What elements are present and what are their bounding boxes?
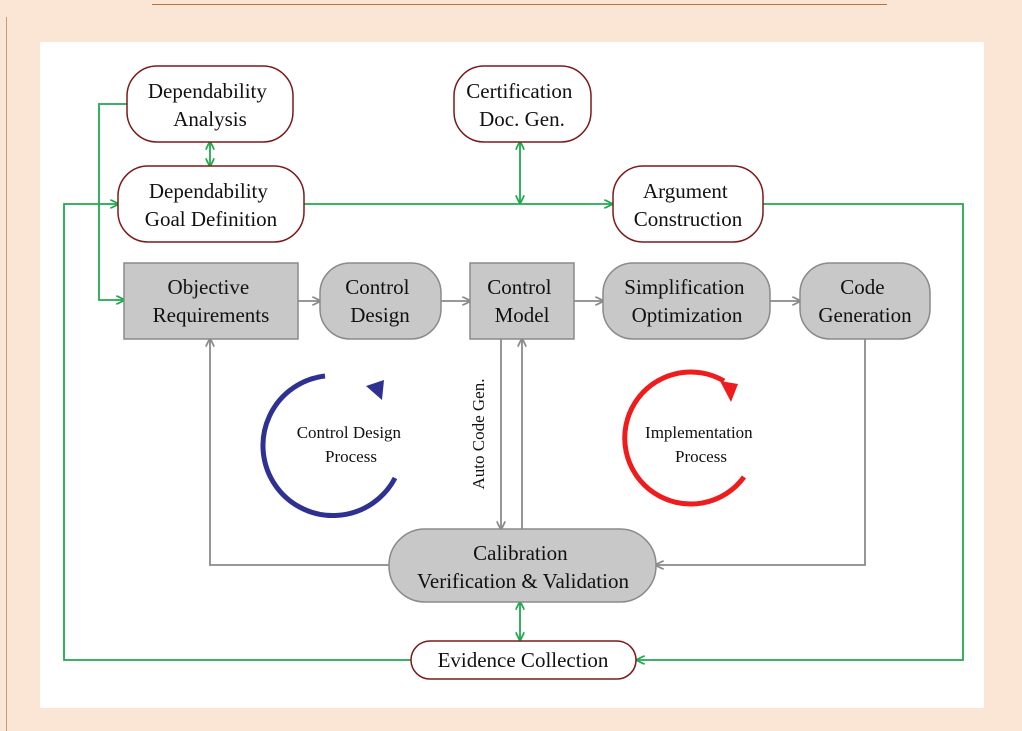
node-label: Control Design [345,275,414,327]
node-calibration-verification-validation[interactable]: Calibration Verification & Validation [388,528,657,603]
node-control-model[interactable]: Control Model [469,262,575,340]
node-control-design[interactable]: Control Design [319,262,442,340]
node-objective-requirements[interactable]: Objective Requirements [123,262,299,340]
node-dependability-goal-definition[interactable]: Dependability Goal Definition [117,165,305,243]
connector-argument-to-evidence [637,203,964,660]
node-label: Evidence Collection [438,648,609,672]
auto-code-gen-label: Auto Code Gen. [469,379,488,490]
node-label: Simplification Optimization [624,275,749,327]
node-label: Calibration Verification & Validation [417,541,629,593]
top-border-rule [152,4,887,5]
node-simplification-optimization[interactable]: Simplification Optimization [602,262,771,340]
node-label: Objective Requirements [153,275,270,327]
node-evidence-collection[interactable]: Evidence Collection [410,640,637,680]
implementation-process-label: Implementation Process [645,423,757,466]
node-argument-construction[interactable]: Argument Construction [612,165,764,243]
node-certification-doc-gen[interactable]: Certification Doc. Gen. [453,65,592,143]
connector-evidence-to-goal [63,204,411,661]
node-label: Certification Doc. Gen. [466,79,577,131]
connector-analysis-to-objective [98,103,127,300]
node-label: Dependability Analysis [148,79,272,131]
implementation-cycle-arrowhead [720,381,738,402]
implementation-cycle-arrow [622,369,747,507]
node-label: Code Generation [818,275,912,327]
left-border-rule [6,17,7,731]
node-dependability-analysis[interactable]: Dependability Analysis [126,65,294,143]
node-label: Argument Construction [634,179,743,231]
node-label: Control Model [487,275,556,327]
connector-codegen-to-calibration [656,339,866,565]
node-code-generation[interactable]: Code Generation [799,262,931,340]
control-design-cycle-arrow [260,373,398,519]
control-design-process-label: Control Design Process [297,423,406,466]
node-label: Dependability Goal Definition [145,179,278,231]
connector-calibration-to-objective [210,339,389,566]
control-design-cycle-arrowhead [366,380,384,400]
